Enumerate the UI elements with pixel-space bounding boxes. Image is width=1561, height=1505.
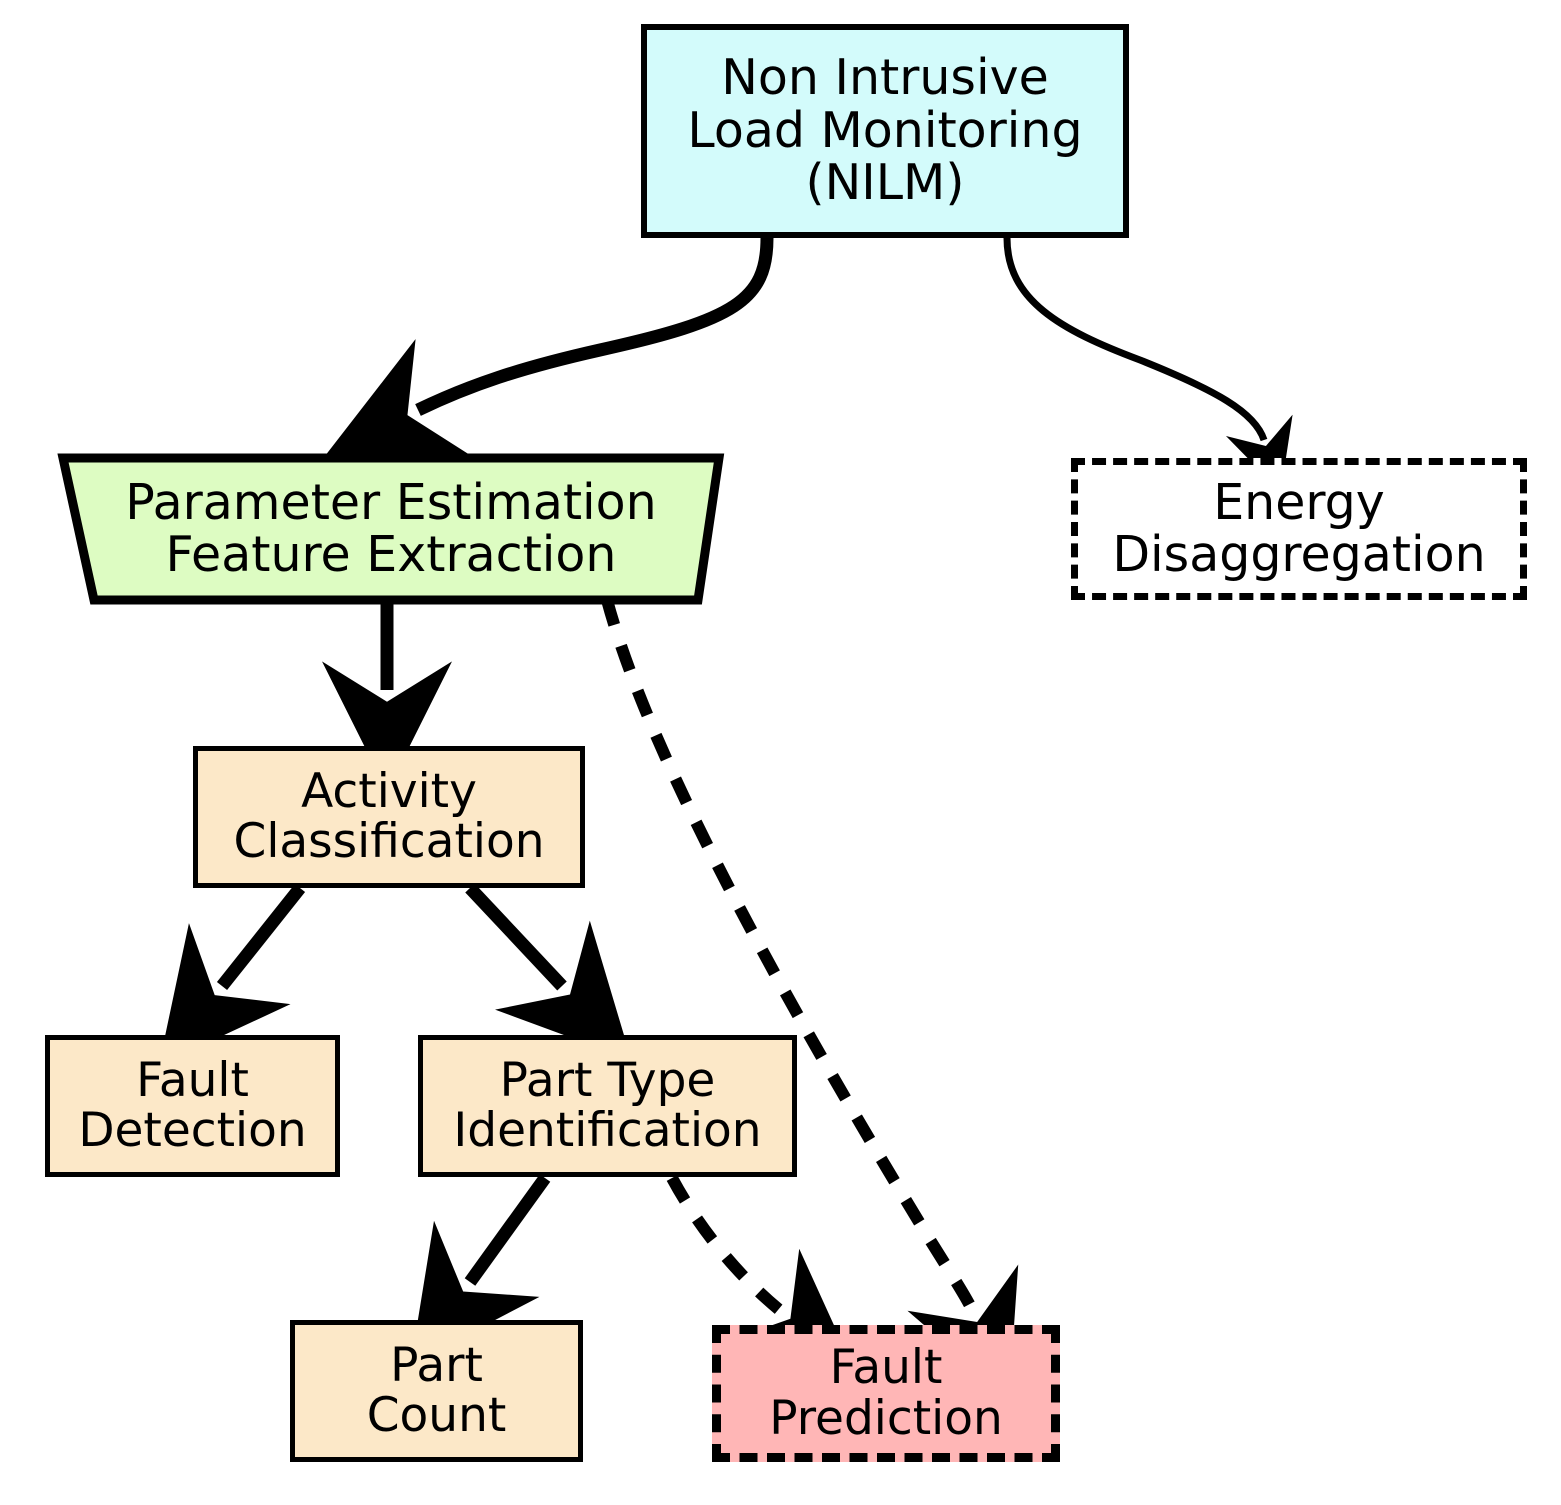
parameter-estimation-trapezoid xyxy=(57,453,725,605)
edge-activity-classification-to-fault-detection xyxy=(158,883,306,1066)
edge-parameter-estimation-to-fault-prediction xyxy=(601,598,1019,1399)
node-energy-disaggregation[interactable]: Energy Disaggregation xyxy=(1071,458,1527,600)
node-nilm-line1: Non Intrusive xyxy=(721,49,1049,107)
node-activity-classification-line1: Activity xyxy=(301,763,477,819)
edge-part-type-identification-to-fault-prediction xyxy=(666,1175,855,1371)
node-fault-detection[interactable]: Fault Detection xyxy=(45,1035,340,1177)
node-nilm-line2: Load Monitoring xyxy=(687,101,1083,159)
node-fault-detection-line2: Detection xyxy=(78,1103,307,1158)
node-fault-detection-line1: Fault xyxy=(136,1052,249,1108)
node-part-type-identification-line1: Part Type xyxy=(499,1052,716,1108)
node-part-type-identification[interactable]: Part Type Identification xyxy=(418,1035,797,1177)
node-part-count-line1: Part xyxy=(390,1337,483,1393)
node-energy-disaggregation-line1: Energy xyxy=(1213,473,1385,531)
node-nilm[interactable]: Non Intrusive Load Monitoring (NILM) xyxy=(641,24,1129,238)
node-part-count[interactable]: Part Count xyxy=(290,1320,583,1462)
node-energy-disaggregation-line2: Disaggregation xyxy=(1112,526,1486,583)
node-parameter-estimation-line2: Feature Extraction xyxy=(165,526,617,583)
node-nilm-line3: (NILM) xyxy=(805,154,965,212)
node-activity-classification-line2: Classification xyxy=(233,814,545,869)
node-fault-prediction[interactable]: Fault Prediction xyxy=(712,1325,1060,1462)
node-part-type-identification-line2: Identification xyxy=(453,1103,762,1158)
node-activity-classification[interactable]: Activity Classification xyxy=(193,746,585,888)
node-part-count-line2: Count xyxy=(366,1388,507,1443)
node-fault-prediction-line1: Fault xyxy=(829,1340,943,1396)
edge-nilm-to-parameter-estimation xyxy=(326,237,774,457)
edge-part-type-identification-to-part-count xyxy=(410,1174,551,1365)
edge-nilm-to-energy-disaggregation xyxy=(1003,237,1293,492)
node-parameter-estimation-line1: Parameter Estimation xyxy=(125,473,657,531)
node-fault-prediction-line2: Prediction xyxy=(769,1390,1003,1446)
edge-activity-classification-to-part-type-identification xyxy=(465,883,632,1060)
node-parameter-estimation[interactable]: Parameter Estimation Feature Extraction xyxy=(63,458,719,600)
